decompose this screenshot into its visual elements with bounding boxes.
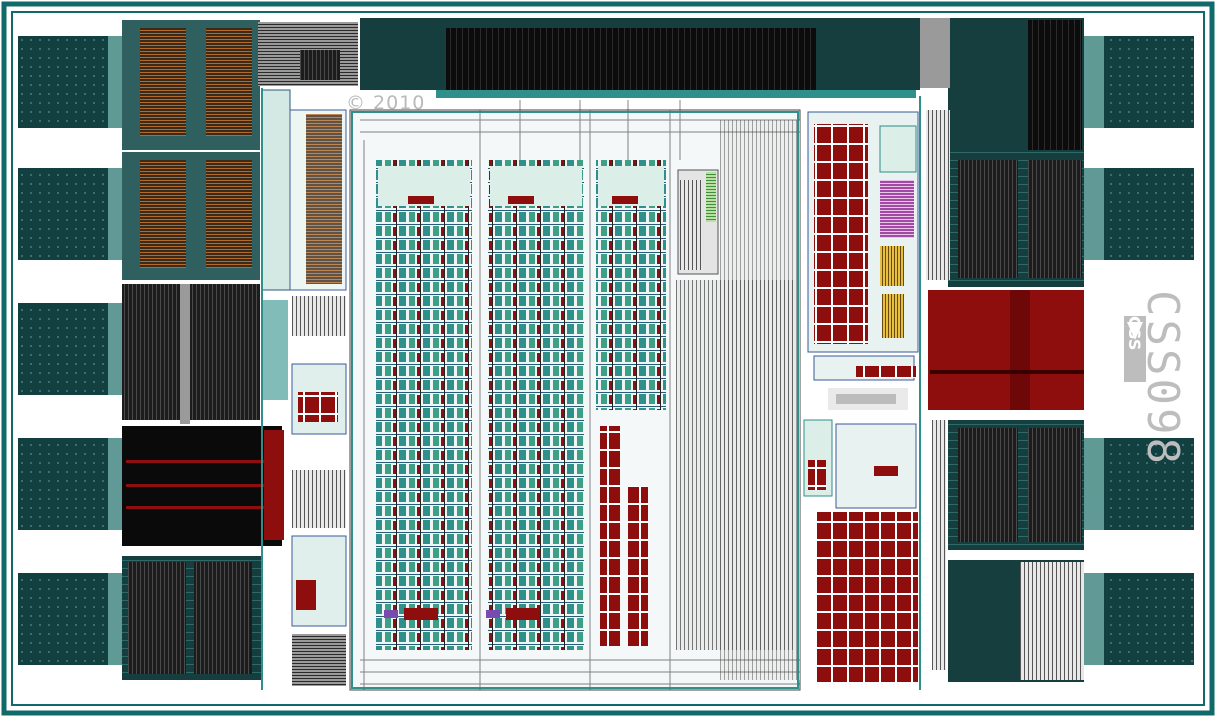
bond-pad	[1104, 573, 1194, 665]
bond-pad	[18, 573, 108, 665]
inner-seal-ring	[11, 11, 1205, 706]
power-rails	[261, 88, 921, 690]
copyright-mark: © 2010	[346, 92, 426, 114]
right-logic	[803, 110, 950, 682]
top-bus	[258, 18, 950, 98]
bond-pad	[18, 36, 108, 128]
routing-wires	[360, 100, 800, 690]
bond-pad	[1104, 36, 1194, 128]
logo-text: CSS	[1125, 316, 1144, 351]
bond-pad	[18, 438, 108, 530]
bond-pad	[1104, 168, 1194, 260]
left-io-cells	[122, 20, 284, 680]
left-bond-pads	[18, 36, 108, 665]
bond-pad	[1104, 438, 1194, 530]
memory-column	[488, 160, 584, 650]
triangle-logo-icon	[1124, 316, 1146, 382]
bond-pad	[18, 168, 108, 260]
right-io-cells	[928, 18, 1084, 682]
chip-id-label: CSS098	[1137, 290, 1188, 467]
core-array	[349, 109, 801, 691]
right-pad-connectors	[1084, 36, 1104, 665]
memory-column	[376, 160, 472, 650]
right-bond-pads	[1104, 36, 1194, 665]
bond-pad	[18, 303, 108, 395]
left-logic	[261, 89, 347, 686]
